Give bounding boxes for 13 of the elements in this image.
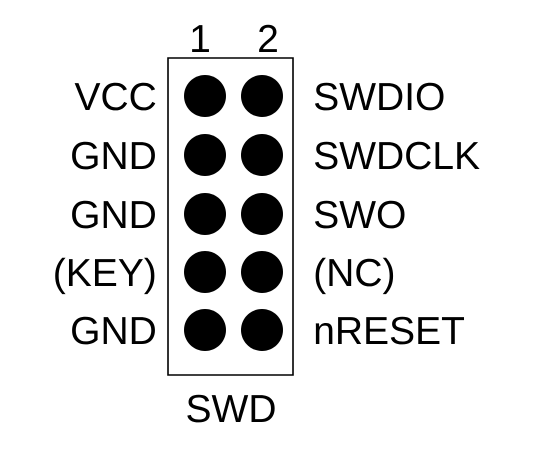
pin-label: (KEY) <box>55 258 154 294</box>
pin-label: SWO <box>314 200 404 228</box>
pin-label: (NC) <box>316 258 394 294</box>
pin-label: GND <box>72 142 155 170</box>
pin-label: SWDIO <box>314 82 444 110</box>
title: SWD <box>187 394 275 422</box>
pin-label: GND <box>72 316 155 344</box>
pin-label: VCC <box>74 82 156 110</box>
pin-label: nRESET <box>316 316 464 344</box>
pin-number: 2 <box>259 24 277 52</box>
pin-number: 1 <box>192 25 209 52</box>
pin-label: GND <box>72 200 155 228</box>
pin-label: SWDCLK <box>314 142 480 170</box>
